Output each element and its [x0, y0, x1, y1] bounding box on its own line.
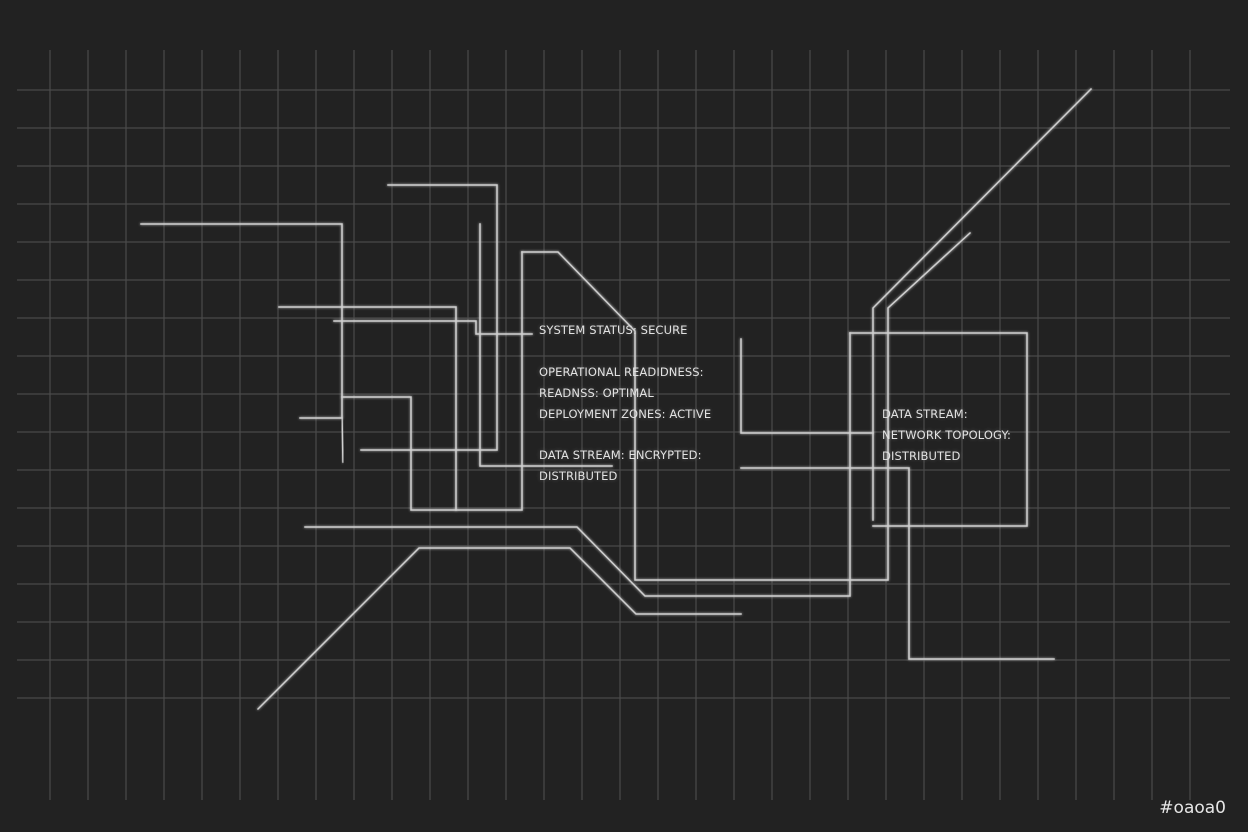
wire-path — [455, 251, 523, 511]
wire-path — [740, 338, 874, 434]
operational-readiness-text: OPERATIONAL READIDNESS: — [539, 365, 704, 379]
background-grid — [17, 50, 1230, 800]
wire-path — [304, 332, 851, 597]
distributed-text: DISTRIBUTED — [539, 469, 618, 483]
wire-path — [360, 184, 498, 451]
wire-path — [278, 306, 457, 511]
wire-path — [521, 231, 972, 581]
wire-path — [479, 223, 613, 467]
system-status-label: SYSTEM STATUS: SECURE — [539, 320, 688, 341]
operational-readiness-label: OPERATIONAL READIDNESS: READNSS: OPTIMAL… — [539, 362, 711, 425]
distributed-text: DISTRIBUTED — [882, 449, 961, 463]
data-stream-encrypted-text: DATA STREAM: ENCRYPTED: — [539, 448, 702, 462]
wire-path — [740, 467, 1055, 660]
circuit-wires — [140, 87, 1093, 711]
wire-path — [333, 320, 533, 335]
data-stream-encrypted-label: DATA STREAM: ENCRYPTED: DISTRIBUTED — [539, 445, 702, 487]
system-status-text: SYSTEM STATUS: SECURE — [539, 323, 688, 337]
deployment-zones-text: DEPLOYMENT ZONES: ACTIVE — [539, 407, 712, 421]
watermark-text: #oaoa0 — [1159, 798, 1226, 818]
wire-path — [849, 332, 1028, 527]
wire-path — [341, 417, 344, 463]
network-topology-label: DATA STREAM: NETWORK TOPOLOGY: DISTRIBUT… — [882, 404, 1011, 467]
data-stream-text: DATA STREAM: — [882, 407, 968, 421]
wire-path — [256, 547, 742, 711]
wire-path — [872, 87, 1093, 521]
readiness-optimal-text: READNSS: OPTIMAL — [539, 386, 654, 400]
network-topology-text: NETWORK TOPOLOGY: — [882, 428, 1012, 442]
wire-path — [140, 223, 343, 419]
